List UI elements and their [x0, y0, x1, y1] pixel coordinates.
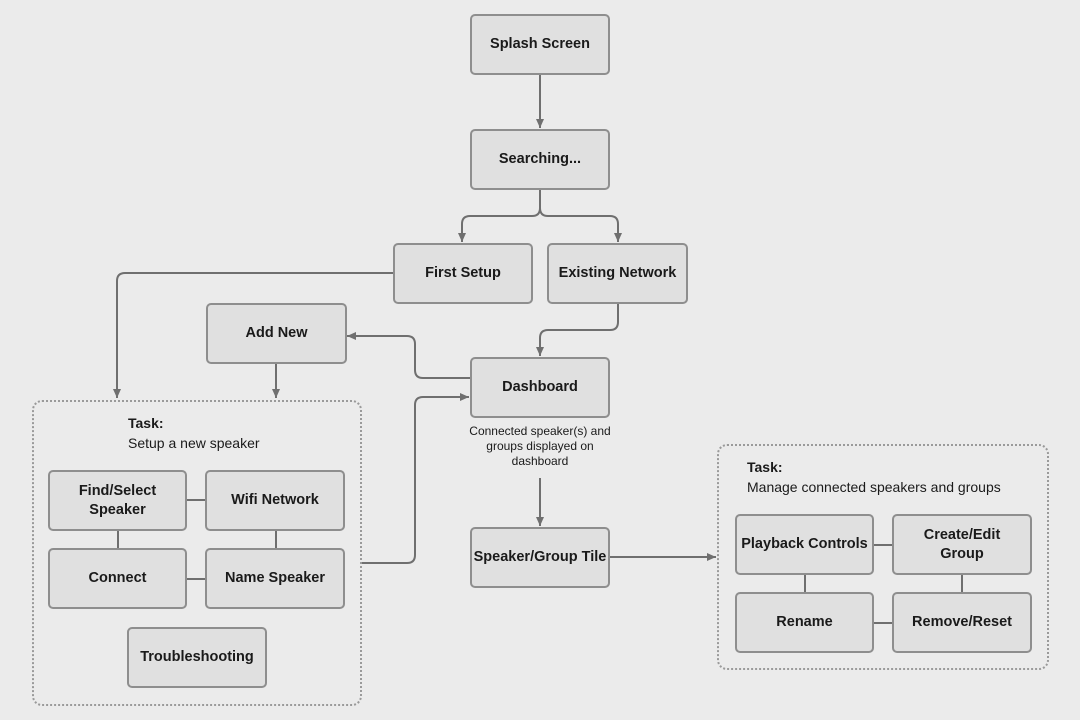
connector-searching-to-first-setup — [458, 190, 541, 242]
connector-setup-task-to-dashboard — [362, 393, 469, 564]
existing-network-node[interactable]: Existing Network — [547, 243, 688, 304]
connector-existing-network-to-dashboard — [536, 304, 619, 356]
add-new-node[interactable]: Add New — [206, 303, 347, 364]
wifi-network-node[interactable]: Wifi Network — [205, 470, 345, 531]
manage-task-title: Task: — [747, 459, 783, 475]
speaker-group-tile-node[interactable]: Speaker/Group Tile — [470, 527, 610, 588]
manage-task-group — [717, 444, 1049, 670]
splash-screen-node[interactable]: Splash Screen — [470, 14, 610, 75]
create-edit-group-node[interactable]: Create/Edit Group — [892, 514, 1032, 575]
connect-node[interactable]: Connect — [48, 548, 187, 609]
connector-dashboard-to-add-new — [347, 332, 470, 379]
setup-task-title: Task: — [128, 415, 164, 431]
searching-node[interactable]: Searching... — [470, 129, 610, 190]
name-speaker-node[interactable]: Name Speaker — [205, 548, 345, 609]
dashboard-node[interactable]: Dashboard — [470, 357, 610, 418]
first-setup-node[interactable]: First Setup — [393, 243, 533, 304]
find-select-speaker-node[interactable]: Find/Select Speaker — [48, 470, 187, 531]
rename-node[interactable]: Rename — [735, 592, 874, 653]
setup-task-description: Setup a new speaker — [128, 435, 260, 451]
troubleshooting-node[interactable]: Troubleshooting — [127, 627, 267, 688]
connector-searching-to-existing-network — [539, 207, 622, 242]
remove-reset-node[interactable]: Remove/Reset — [892, 592, 1032, 653]
connector-first-setup-to-setup-task — [113, 272, 393, 398]
manage-task-description: Manage connected speakers and groups — [747, 479, 1001, 495]
setup-task-group — [32, 400, 362, 706]
dashboard-note: Connected speaker(s) and groups displaye… — [469, 424, 611, 468]
playback-controls-node[interactable]: Playback Controls — [735, 514, 874, 575]
